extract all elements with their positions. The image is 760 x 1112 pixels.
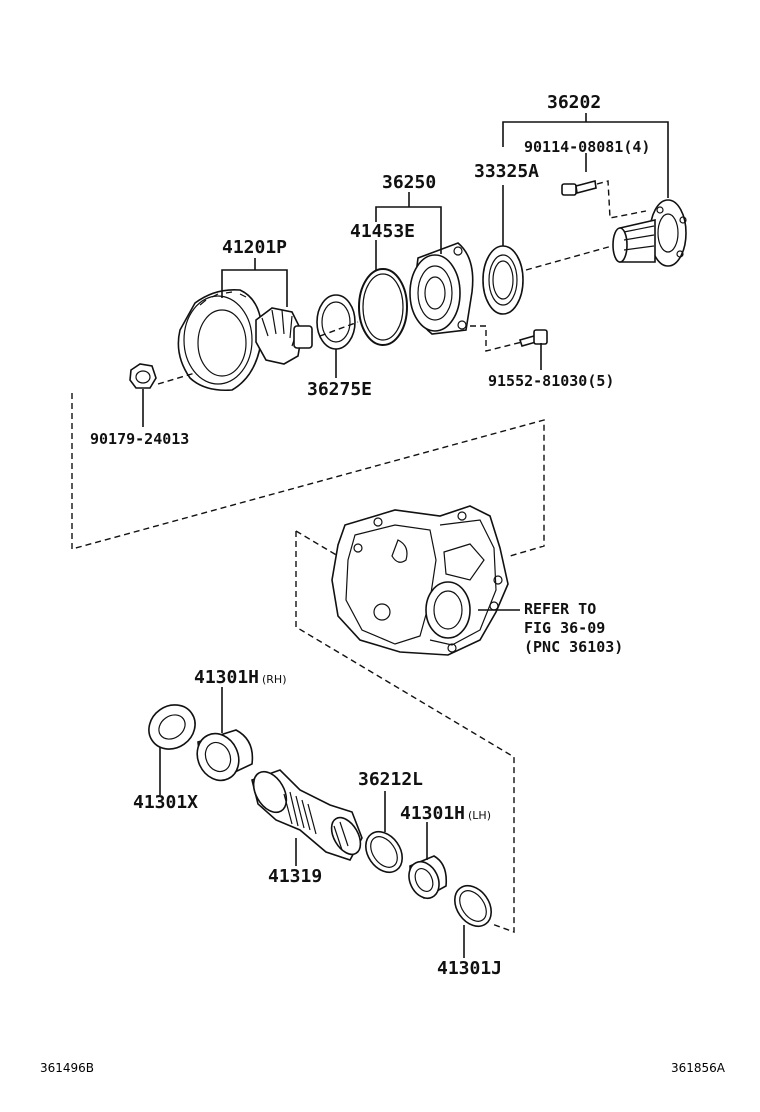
label-91552-81030: 91552-81030(5) <box>488 372 614 390</box>
label-41301j: 41301J <box>437 958 502 979</box>
label-41453e: 41453E <box>350 221 415 242</box>
bearing-rh-part[interactable] <box>190 727 254 787</box>
footer-right-code: 361856A <box>671 1061 726 1075</box>
oil-seal-lh-part[interactable] <box>447 879 498 933</box>
label-36202: 36202 <box>547 92 601 113</box>
o-ring-part[interactable] <box>358 268 408 346</box>
shim-washer-part[interactable] <box>316 294 356 350</box>
bearing-retainer-part[interactable] <box>409 242 474 335</box>
label-41201p: 41201P <box>222 237 287 258</box>
footer-left-code: 361496B <box>40 1061 94 1075</box>
label-41301h-rh: 41301H <box>194 667 259 688</box>
oil-seal-part[interactable] <box>482 245 524 315</box>
retainer-bolt-dashed-line <box>470 325 523 352</box>
retainer-bolt-part[interactable] <box>518 329 548 347</box>
refer-pnc-text: (PNC 36103) <box>524 638 623 656</box>
label-41301h-lh: 41301H <box>400 803 465 824</box>
housing-link-dashed-frame <box>71 393 545 557</box>
label-rh-suffix: (RH) <box>262 673 287 686</box>
refer-fig-text: FIG 36-09 <box>524 619 605 637</box>
drive-pinion-part[interactable] <box>255 307 313 365</box>
bearing-lh-part[interactable] <box>403 855 448 903</box>
o-ring-inner-edge <box>362 273 404 341</box>
bolt-to-flange-dashed-line <box>596 180 647 219</box>
label-90179-24013: 90179-24013 <box>90 430 189 448</box>
thrust-washer-part[interactable] <box>140 696 203 758</box>
output-flange-part[interactable] <box>612 199 687 267</box>
label-90114-08081: 90114-08081(4) <box>524 138 650 156</box>
label-41319: 41319 <box>268 866 322 887</box>
lower-left-dashed-line <box>295 531 515 933</box>
leader-lines <box>142 113 669 958</box>
transfer-housing-part[interactable] <box>331 505 509 656</box>
label-lh-suffix: (LH) <box>468 809 491 822</box>
ring-gear-part[interactable] <box>177 288 263 392</box>
flange-bolt-part[interactable] <box>561 179 597 196</box>
label-41301x: 41301X <box>133 792 198 813</box>
lock-nut-part[interactable] <box>129 363 157 389</box>
label-36250: 36250 <box>382 172 436 193</box>
label-36275e: 36275E <box>307 379 372 400</box>
label-36212l: 36212L <box>358 769 423 790</box>
upper-axis-dashed-line-2 <box>319 321 359 337</box>
seal-to-flange-dashed-line <box>525 245 613 271</box>
lower-dashed-line <box>295 530 339 557</box>
snap-ring-part[interactable] <box>358 825 409 879</box>
upper-axis-dashed-line <box>157 372 196 385</box>
refer-to-text: REFER TO <box>524 600 596 618</box>
output-shaft-part[interactable] <box>247 766 367 861</box>
label-33325a: 33325A <box>474 161 539 182</box>
